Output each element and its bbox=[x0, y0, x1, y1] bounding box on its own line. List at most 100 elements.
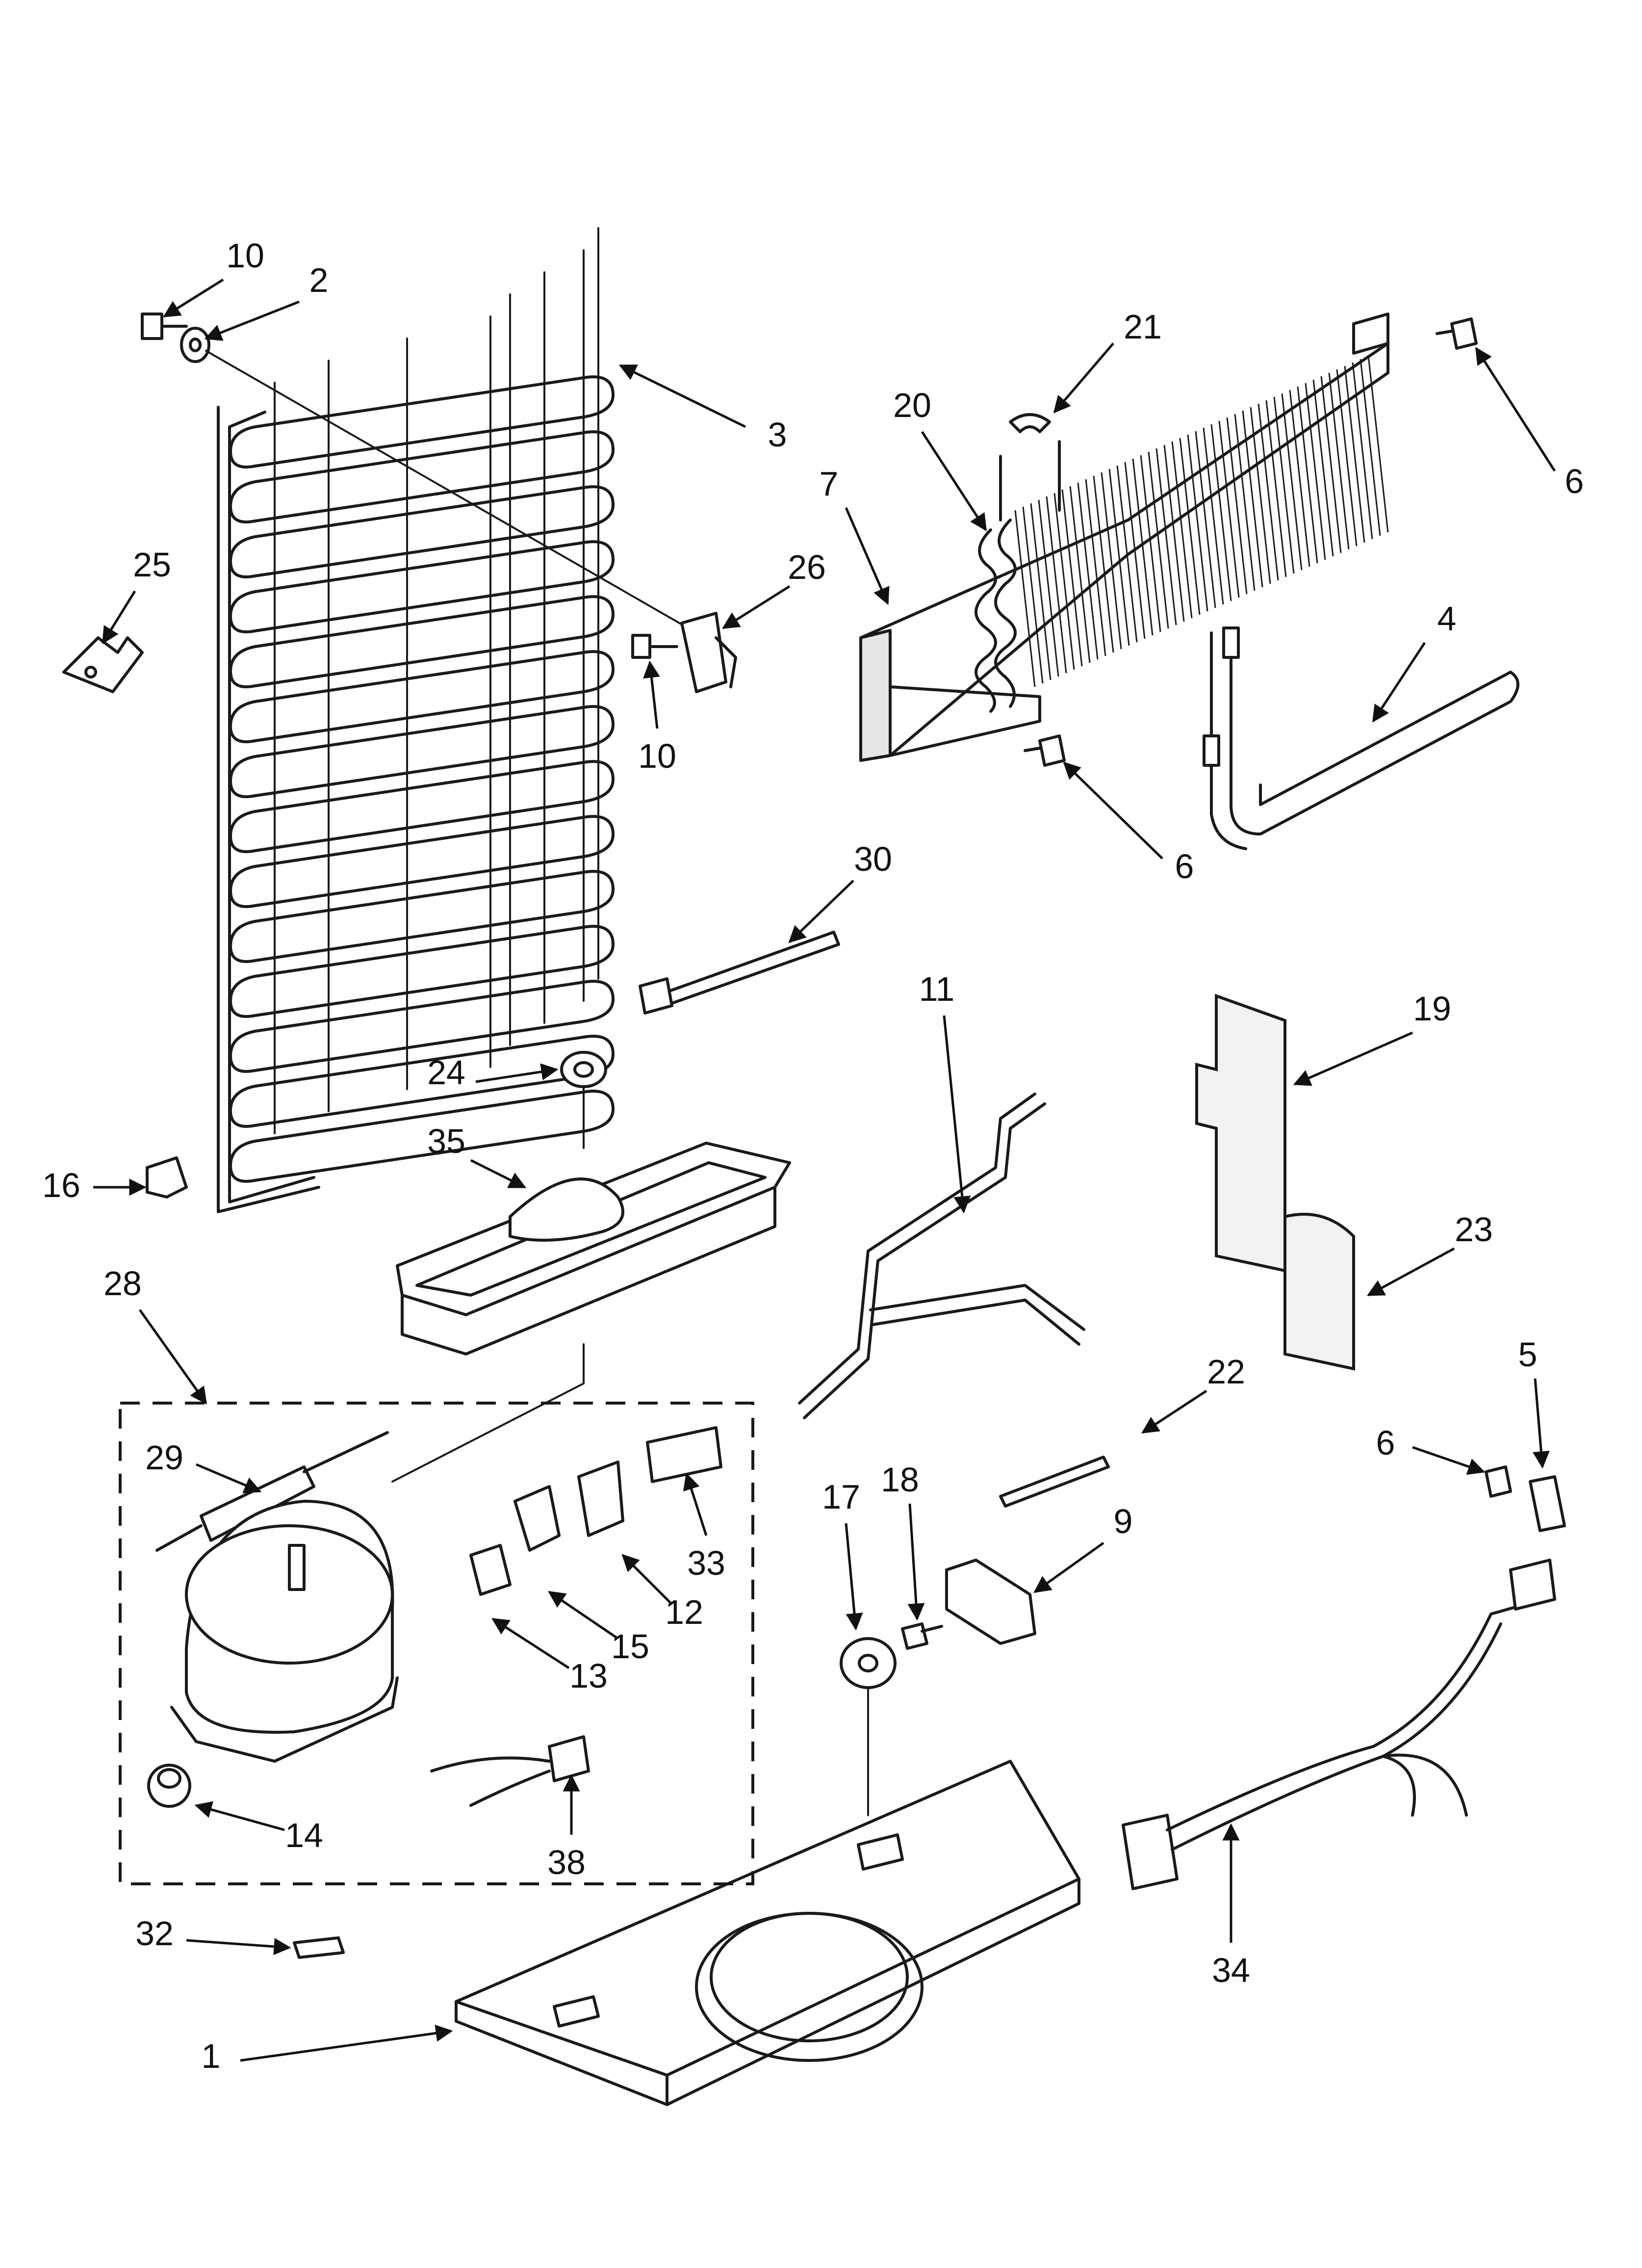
evaporator-fin bbox=[1163, 444, 1185, 622]
arrow-icon bbox=[102, 590, 136, 644]
condenser-loop bbox=[229, 925, 615, 1018]
arrow-icon bbox=[1475, 347, 1556, 472]
evaporator-fin bbox=[1140, 455, 1161, 632]
condenser-loop bbox=[229, 485, 615, 578]
condenser-loop bbox=[229, 375, 615, 469]
capacitor-33 bbox=[646, 1426, 722, 1483]
callout-label-c24: 24 bbox=[427, 1053, 465, 1092]
callout-label-c19: 19 bbox=[1413, 990, 1451, 1028]
arrow-icon bbox=[1053, 342, 1114, 414]
bracket-5 bbox=[1529, 1475, 1566, 1532]
clip-icon bbox=[62, 636, 144, 693]
evaporator-fin bbox=[1171, 441, 1193, 619]
arrow-icon bbox=[194, 1801, 285, 1831]
callout-label-c5: 5 bbox=[1518, 1335, 1538, 1374]
callout-label-c21: 21 bbox=[1124, 308, 1162, 346]
arrow-icon bbox=[1366, 1247, 1455, 1297]
callout-label-c18: 18 bbox=[881, 1460, 919, 1499]
evaporator-fin bbox=[1022, 506, 1044, 684]
evaporator-fin bbox=[1210, 424, 1232, 601]
evaporator-fin bbox=[1360, 359, 1381, 536]
arrow-icon bbox=[1033, 1541, 1104, 1593]
callout-label-c23: 23 bbox=[1455, 1210, 1493, 1249]
evaporator-fin bbox=[1085, 479, 1106, 656]
grommet-14 bbox=[147, 1764, 191, 1808]
callout-label-c3: 3 bbox=[768, 416, 787, 454]
arrow-icon bbox=[683, 1472, 708, 1536]
evaporator-fin bbox=[1297, 386, 1318, 564]
evaporator-fin bbox=[1116, 465, 1138, 643]
condenser-coil bbox=[217, 227, 615, 1213]
condenser-loop bbox=[229, 870, 615, 963]
evaporator-fin bbox=[1030, 503, 1052, 680]
callout-label-c20: 20 bbox=[893, 386, 931, 424]
bracket-26 bbox=[680, 612, 737, 693]
condenser-loop bbox=[229, 815, 615, 908]
compressor bbox=[170, 1500, 399, 1763]
arrow-icon bbox=[475, 1063, 559, 1083]
arrow-icon bbox=[643, 660, 660, 729]
evaporator-fin bbox=[1132, 458, 1154, 636]
evaporator-fin bbox=[1234, 414, 1256, 591]
evaporator-fin bbox=[1265, 400, 1287, 577]
relay-15 bbox=[513, 1485, 561, 1552]
condenser-loop bbox=[229, 705, 615, 798]
evaporator-fin bbox=[1093, 475, 1114, 653]
callout-label-c38: 38 bbox=[547, 1843, 586, 1881]
evaporator-fin bbox=[1179, 438, 1201, 615]
condenser-loop bbox=[229, 650, 615, 743]
callout-label-c9: 9 bbox=[1114, 1502, 1133, 1540]
screw-icon bbox=[1024, 734, 1066, 767]
harness-38 bbox=[430, 1735, 590, 1807]
evaporator-fin bbox=[1203, 427, 1224, 605]
callout-label-c17: 17 bbox=[822, 1478, 860, 1516]
evaporator-fin bbox=[1108, 469, 1130, 646]
callout-label-c25: 25 bbox=[133, 546, 171, 584]
bracket-12 bbox=[577, 1460, 624, 1537]
arrow-icon bbox=[618, 364, 746, 428]
callout-label-c1: 1 bbox=[202, 2037, 221, 2075]
roller-17 bbox=[840, 1637, 897, 1689]
condenser-loop bbox=[229, 540, 615, 633]
screw-icon bbox=[631, 634, 678, 659]
callout-label-c30: 30 bbox=[854, 840, 892, 878]
arrow-icon bbox=[163, 278, 224, 318]
tube-11 bbox=[798, 1093, 1085, 1419]
screw-icon bbox=[141, 313, 188, 340]
cable-tie-30 bbox=[639, 931, 840, 1015]
condenser-loop bbox=[229, 760, 615, 853]
callout-label-c15: 15 bbox=[611, 1627, 649, 1666]
evaporator-fin bbox=[1281, 393, 1303, 571]
arrow-icon bbox=[470, 1159, 527, 1189]
callout-label-c11: 11 bbox=[919, 970, 955, 1008]
arrow-icon bbox=[907, 1503, 925, 1621]
defrost-heater-4 bbox=[1203, 626, 1519, 850]
evaporator-fin bbox=[1352, 362, 1373, 540]
arrow-icon bbox=[621, 1554, 673, 1605]
evaporator-fin bbox=[1195, 431, 1216, 608]
condenser-loop bbox=[229, 1035, 615, 1128]
base-pan-1 bbox=[455, 1687, 1080, 2106]
clip-icon bbox=[293, 1936, 345, 1959]
screw-icon bbox=[901, 1622, 943, 1650]
callout-label-c26: 26 bbox=[788, 548, 826, 586]
arrow-icon bbox=[196, 1463, 262, 1493]
arrow-icon bbox=[240, 2025, 453, 2062]
arrow-icon bbox=[1141, 1389, 1207, 1434]
evaporator-fin bbox=[1226, 417, 1248, 595]
rod-22 bbox=[999, 1456, 1110, 1508]
bracket-9 bbox=[945, 1559, 1036, 1645]
arrow-icon bbox=[491, 1617, 570, 1669]
callout-label-c22: 22 bbox=[1207, 1353, 1245, 1391]
arrow-icon bbox=[204, 300, 300, 341]
arrow-icon bbox=[1063, 761, 1163, 860]
callout-label-c6b: 6 bbox=[1175, 847, 1194, 886]
evaporator-fin bbox=[1257, 403, 1279, 581]
arrow-icon bbox=[788, 880, 854, 943]
evaporator-fin bbox=[1344, 365, 1365, 543]
evaporator-fin bbox=[1336, 369, 1358, 547]
callout-label-c13: 13 bbox=[569, 1657, 608, 1695]
filter-drier-29 bbox=[155, 1431, 389, 1552]
evaporator-fin bbox=[1312, 379, 1334, 557]
